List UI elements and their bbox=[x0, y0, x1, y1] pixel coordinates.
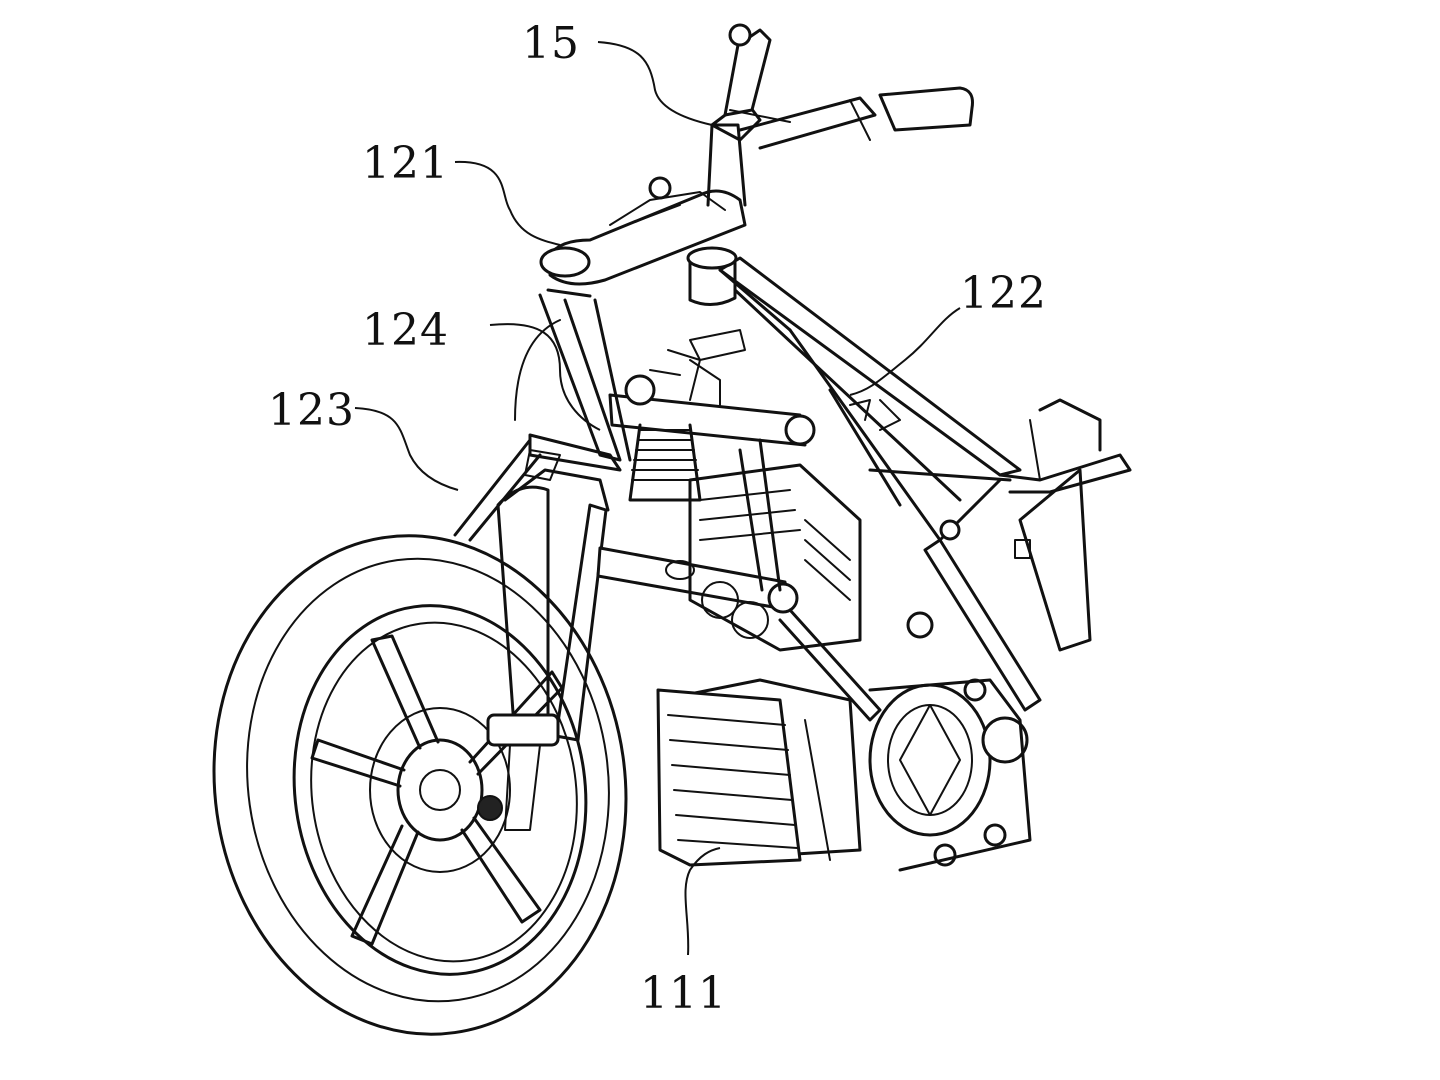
reference-labels: 15 121 122 124 123 111 bbox=[268, 18, 1047, 1019]
shock-absorber bbox=[628, 329, 746, 502]
leader-lines bbox=[354, 41, 961, 956]
label-124: 124 bbox=[362, 305, 449, 356]
label-121: 121 bbox=[362, 138, 449, 189]
label-123: 123 bbox=[268, 385, 355, 436]
engine bbox=[656, 463, 1032, 872]
main-frame bbox=[453, 256, 1132, 722]
front-wheel bbox=[212, 534, 628, 1036]
misc-components bbox=[514, 319, 1031, 559]
front-fork bbox=[486, 468, 610, 831]
label-111: 111 bbox=[640, 968, 727, 1019]
leader-121 bbox=[454, 160, 561, 246]
label-122: 122 bbox=[960, 268, 1047, 319]
label-15: 15 bbox=[522, 18, 580, 69]
leader-124 bbox=[489, 323, 601, 431]
leader-111 bbox=[684, 847, 721, 956]
leader-123 bbox=[354, 407, 459, 491]
leader-15 bbox=[597, 41, 713, 126]
steering-assembly bbox=[538, 23, 974, 462]
leader-122 bbox=[849, 307, 961, 396]
